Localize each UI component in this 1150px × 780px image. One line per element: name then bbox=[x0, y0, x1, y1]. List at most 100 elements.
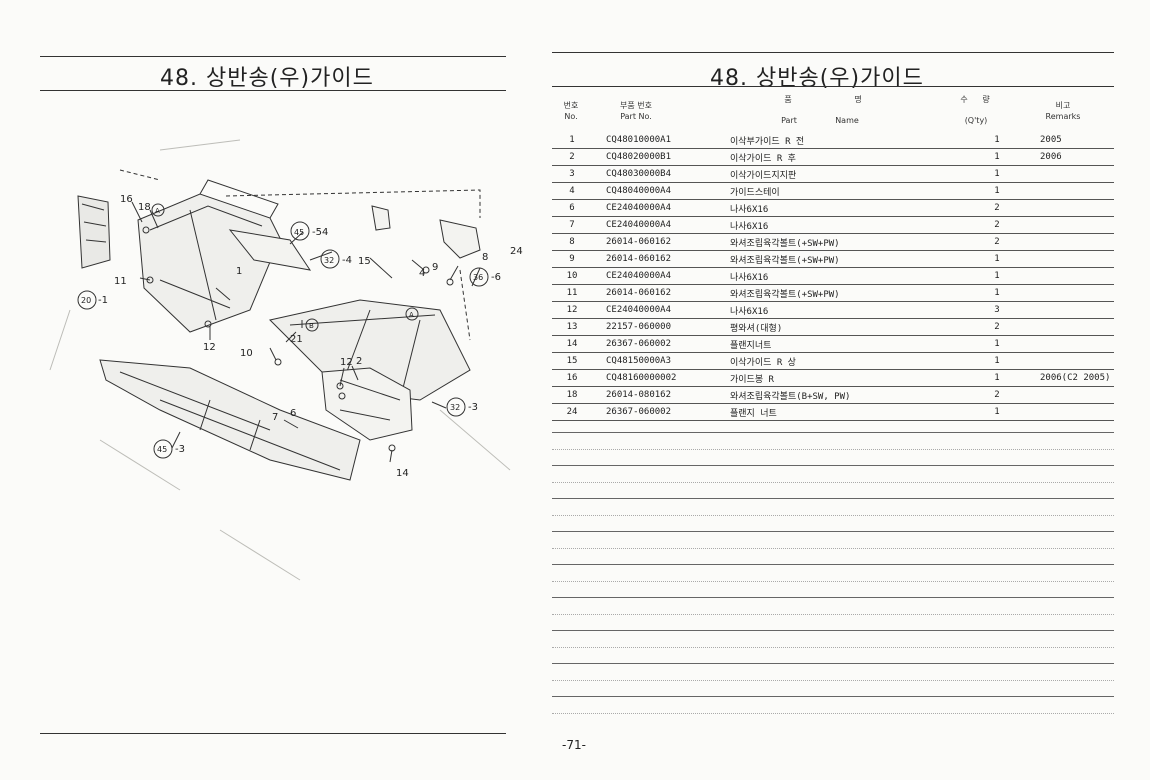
header-name-en-2: Name bbox=[835, 116, 859, 125]
blank-table-line bbox=[552, 515, 1114, 516]
row-qty: 2 bbox=[962, 386, 1032, 404]
row-qty: 1 bbox=[962, 165, 1032, 183]
header-no-ko: 번호 bbox=[563, 101, 579, 110]
header-remarks-ko: 비고 bbox=[1055, 101, 1071, 110]
blank-table-line bbox=[552, 482, 1114, 483]
row-no: 18 bbox=[552, 386, 592, 404]
row-no: 6 bbox=[552, 199, 592, 217]
callout-1: 1 bbox=[236, 266, 242, 277]
blank-table-line bbox=[552, 630, 1114, 631]
row-remarks bbox=[1032, 233, 1114, 251]
row-part-no: CE24040000A4 bbox=[592, 267, 724, 285]
row-part-no: CQ48020000B1 bbox=[592, 148, 724, 166]
header-name-en-1: Part bbox=[781, 116, 797, 125]
blank-table-line bbox=[552, 696, 1114, 697]
row-no: 24 bbox=[552, 403, 592, 421]
callout-ref-a-1: A bbox=[155, 207, 160, 215]
callout-36: 36 bbox=[473, 273, 483, 282]
right-title-top-rule bbox=[552, 52, 1114, 53]
row-part-no: CE24040000A4 bbox=[592, 216, 724, 234]
row-qty: 3 bbox=[962, 301, 1032, 319]
header-qty-ko-1: 수 bbox=[960, 95, 968, 104]
callout-8: 8 bbox=[482, 252, 488, 263]
row-qty: 1 bbox=[962, 335, 1032, 353]
row-part-name: 이삭가이드 R 후 bbox=[724, 148, 962, 166]
row-part-name: 나사6X16 bbox=[724, 199, 962, 217]
row-no: 9 bbox=[552, 250, 592, 268]
row-part-name: 와셔조립육각볼트(+SW+PW) bbox=[724, 233, 962, 251]
blank-table-line bbox=[552, 663, 1114, 664]
callout-32b-sub: -3 bbox=[468, 402, 478, 413]
row-no: 12 bbox=[552, 301, 592, 319]
row-part-name: 와셔조립육각볼트(+SW+PW) bbox=[724, 250, 962, 268]
row-qty: 1 bbox=[962, 250, 1032, 268]
row-no: 11 bbox=[552, 284, 592, 302]
row-qty: 1 bbox=[962, 132, 1032, 149]
row-remarks bbox=[1032, 301, 1114, 319]
row-remarks bbox=[1032, 284, 1114, 302]
diagram-linework bbox=[49, 139, 511, 581]
blank-table-line bbox=[552, 531, 1114, 532]
blank-table-line bbox=[552, 564, 1114, 565]
blank-table-line bbox=[552, 581, 1114, 582]
left-page-title: 48. 상반송(우)가이드 bbox=[160, 66, 374, 91]
row-part-no: CE24040000A4 bbox=[592, 199, 724, 217]
right-title-bottom-rule bbox=[552, 86, 1114, 87]
callout-12a: 12 bbox=[203, 342, 216, 353]
header-part-no-en: Part No. bbox=[620, 112, 652, 121]
row-no: 13 bbox=[552, 318, 592, 336]
blank-table-line bbox=[552, 713, 1114, 714]
row-remarks bbox=[1032, 250, 1114, 268]
blank-table-line bbox=[552, 498, 1114, 499]
row-no: 8 bbox=[552, 233, 592, 251]
row-remarks: 2006 bbox=[1032, 148, 1114, 166]
row-remarks bbox=[1032, 403, 1114, 421]
right-page-title: 48. 상반송(우)가이드 bbox=[710, 66, 924, 91]
row-part-name: 플랜지 너트 bbox=[724, 403, 962, 421]
callout-18: 18 bbox=[138, 202, 151, 213]
row-remarks bbox=[1032, 318, 1114, 336]
row-no: 14 bbox=[552, 335, 592, 353]
row-remarks: 2006(C2 2005) bbox=[1032, 369, 1114, 387]
callout-14: 14 bbox=[396, 468, 409, 479]
row-qty: 1 bbox=[962, 403, 1032, 421]
callout-32b: 32 bbox=[450, 403, 460, 412]
row-remarks bbox=[1032, 335, 1114, 353]
row-part-name: 이삭가이드지지판 bbox=[724, 165, 962, 183]
row-no: 16 bbox=[552, 369, 592, 387]
row-part-no: CQ48030000B4 bbox=[592, 165, 724, 183]
left-title-top-rule bbox=[40, 56, 506, 57]
blank-table-line bbox=[552, 465, 1114, 466]
row-remarks bbox=[1032, 267, 1114, 285]
row-part-name: 이삭가이드 R 상 bbox=[724, 352, 962, 370]
row-no: 4 bbox=[552, 182, 592, 200]
row-qty: 1 bbox=[962, 267, 1032, 285]
row-part-no: CQ48040000A4 bbox=[592, 182, 724, 200]
diagram-reference-circles bbox=[77, 203, 489, 459]
row-remarks bbox=[1032, 352, 1114, 370]
callout-21: 21 bbox=[290, 334, 303, 345]
row-qty: 1 bbox=[962, 182, 1032, 200]
callout-2: 2 bbox=[356, 356, 362, 367]
row-part-no: 22157-060000 bbox=[592, 318, 724, 336]
row-part-name: 나사6X16 bbox=[724, 267, 962, 285]
row-no: 15 bbox=[552, 352, 592, 370]
row-qty: 1 bbox=[962, 284, 1032, 302]
row-part-name: 나사6X16 bbox=[724, 301, 962, 319]
blank-table-line bbox=[552, 614, 1114, 615]
row-qty: 2 bbox=[962, 199, 1032, 217]
callout-45a-sub: -54 bbox=[312, 227, 328, 238]
callout-4: 4 bbox=[419, 268, 425, 279]
blank-table-line bbox=[552, 449, 1114, 450]
